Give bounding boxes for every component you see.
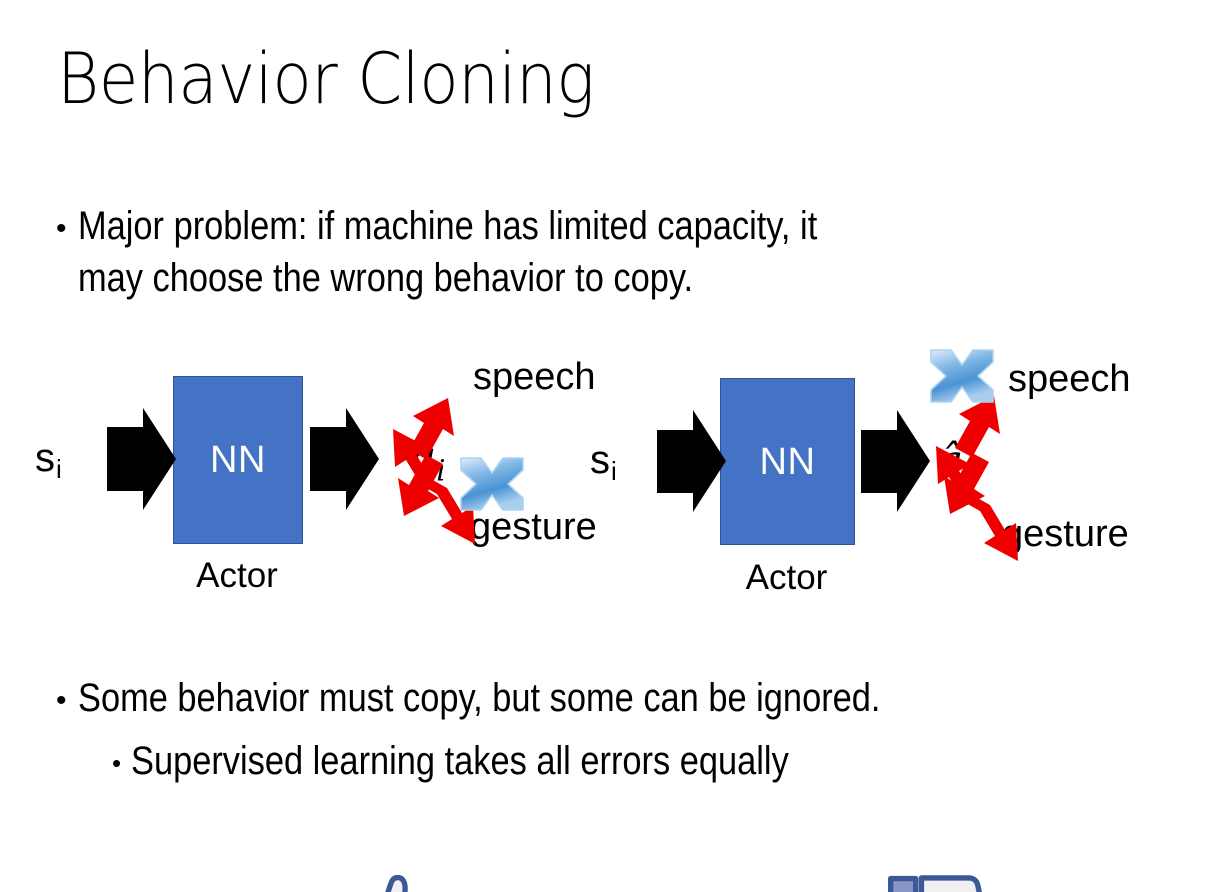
- cross-out-icon-speech-right: [930, 349, 994, 403]
- block-arrow-nn-to-action-left: [310, 408, 379, 510]
- block-arrow-state-to-nn-left: [107, 408, 176, 510]
- red-arrow-gesture-right: [936, 446, 1018, 561]
- output-label-speech-left: speech: [473, 356, 596, 398]
- bullet-bottom-level1-text: Some behavior must copy, but some can be…: [77, 676, 880, 720]
- nn-box-right: NN: [720, 378, 855, 545]
- bullet-bottom-level2: • Supervised learning takes all errors e…: [112, 735, 1192, 787]
- diagram-right-graphics: [657, 349, 1018, 892]
- diagram-left-graphics: [107, 398, 524, 892]
- bullet-top-text: Major problem: if machine has limited ca…: [77, 204, 817, 300]
- output-label-gesture-right: gesture: [1002, 513, 1129, 555]
- bullet-marker-icon: •: [56, 212, 67, 245]
- bullet-bottom-level2-text: Supervised learning takes all errors equ…: [131, 739, 789, 783]
- diagram-right: si NN Actor âi speech gesture: [565, 340, 1165, 892]
- red-arrow-speech-left: [398, 398, 454, 516]
- actor-label-right: Actor: [745, 558, 828, 597]
- block-arrow-state-to-nn-right: [657, 410, 726, 512]
- actor-label-left: Actor: [196, 556, 278, 595]
- nn-label-left: NN: [210, 439, 266, 481]
- bullet-marker-icon: •: [112, 748, 122, 778]
- state-label-left: si: [35, 436, 62, 485]
- nn-label-right: NN: [759, 440, 816, 483]
- thumbs-up-icon-left: [385, 874, 408, 892]
- bullet-marker-icon: •: [56, 684, 67, 717]
- bullet-top: • Major problem: if machine has limited …: [56, 200, 1176, 304]
- block-arrow-nn-to-action-right: [861, 410, 930, 512]
- diagram-left: si NN Actor âi speech gesture: [10, 340, 610, 892]
- bullet-bottom-level1: • Some behavior must copy, but some can …: [56, 672, 1186, 724]
- nn-box-left: NN: [173, 376, 303, 544]
- page-title: Behavior Cloning: [57, 38, 595, 120]
- state-label-right: si: [590, 438, 617, 487]
- output-label-gesture-left: gesture: [470, 506, 597, 548]
- cross-out-icon-gesture-left: [460, 457, 524, 511]
- output-label-speech-right: speech: [1008, 358, 1131, 400]
- thumbs-down-icon-right: [887, 875, 982, 892]
- red-arrow-gesture-left: [393, 429, 475, 544]
